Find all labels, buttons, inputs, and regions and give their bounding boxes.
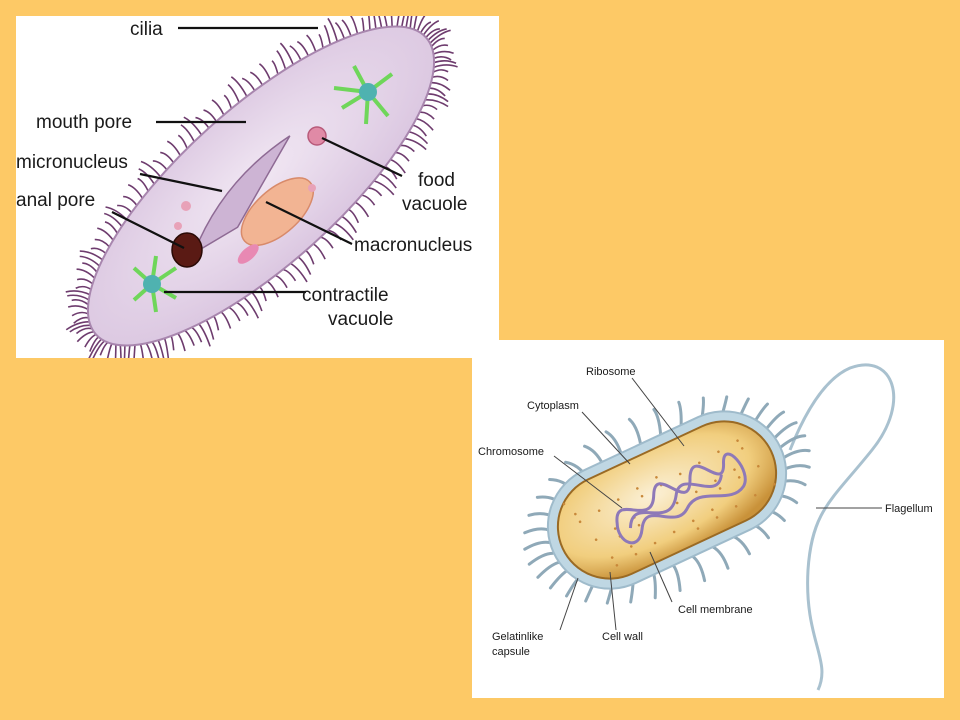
capsule-label-line2: capsule	[492, 646, 530, 658]
cytoplasm-label: Cytoplasm	[527, 400, 579, 412]
bacterium-cell	[523, 395, 811, 605]
cell-membrane-label: Cell membrane	[678, 604, 753, 616]
food-vacuole	[307, 126, 327, 146]
ribosomes	[562, 439, 776, 567]
cytoplasm-leader	[581, 411, 631, 465]
mouth-pore-label: mouth pore	[36, 112, 132, 133]
contractile-vacuole-label-line2: vacuole	[328, 309, 394, 330]
food-vacuole-label-line2: vacuole	[402, 194, 468, 215]
cell-membrane-leader	[649, 551, 673, 603]
macronucleus-leader	[265, 201, 353, 245]
food-vacuole-small	[181, 201, 191, 211]
cilia-label: cilia	[130, 19, 163, 40]
macronucleus	[240, 177, 314, 247]
micronucleus-label: micronucleus	[16, 152, 128, 173]
bacterium-diagram: Ribosome Cytoplasm Chromosome Flagellum …	[478, 363, 933, 691]
paramecium-panel: cilia mouth pore micronucleus anal pore …	[16, 16, 499, 358]
chromosome-leader	[553, 455, 623, 509]
ribosome-label: Ribosome	[586, 366, 636, 378]
micronucleus-leader	[139, 172, 223, 193]
food-vacuole-small	[174, 222, 182, 230]
cell-wall-label: Cell wall	[602, 631, 643, 643]
micronucleus	[237, 244, 259, 264]
cilia-fringe	[65, 16, 458, 358]
capsule-leader	[559, 577, 579, 631]
oral-groove	[192, 135, 291, 256]
anal-pore	[171, 232, 203, 268]
chromosome-label: Chromosome	[478, 446, 544, 458]
food-vacuole-label-line1: food	[418, 170, 455, 191]
cytoplasm	[556, 420, 778, 580]
bacterium-panel: Ribosome Cytoplasm Chromosome Flagellum …	[472, 340, 944, 698]
anal-pore-leader	[111, 211, 185, 249]
macronucleus-label: macronucleus	[354, 235, 472, 256]
capsule-label-line1: Gelatinlike	[492, 631, 543, 643]
contractile-vacuole-label-line1: contractile	[302, 285, 389, 306]
paramecium-diagram: cilia mouth pore micronucleus anal pore …	[16, 16, 472, 358]
ribosome-leader	[631, 377, 685, 447]
contractile-vacuole-top	[333, 65, 394, 125]
cell-wall-leader	[609, 571, 617, 631]
chromosome	[615, 452, 747, 545]
flagellum-label: Flagellum	[885, 503, 933, 515]
food-vacuole-leader	[321, 137, 403, 177]
food-vacuole-small	[308, 184, 316, 192]
anal-pore-label: anal pore	[16, 190, 95, 211]
chromosome-loop	[628, 474, 723, 529]
flagellum	[788, 363, 896, 691]
